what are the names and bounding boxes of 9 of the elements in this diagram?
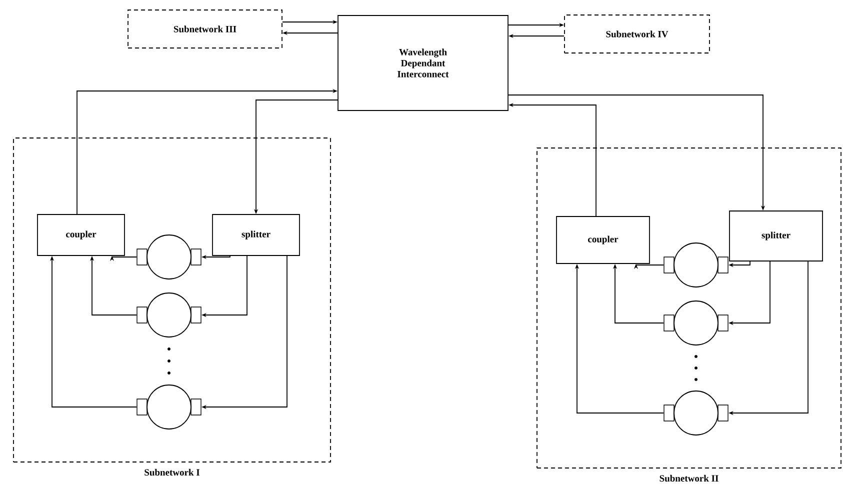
subnetwork-box: Subnetwork III	[128, 10, 282, 48]
component-box: coupler	[37, 214, 125, 256]
component-box: coupler	[556, 216, 650, 264]
component-box: splitter	[212, 214, 300, 256]
component-box: splitter	[729, 210, 823, 262]
subnetwork-box: Subnetwork IV	[564, 14, 710, 54]
node-label: Subnetwork II	[660, 474, 718, 482]
node-label: Subnetwork I	[144, 468, 200, 476]
interconnect-box: Wavelength Dependant Interconnect	[338, 15, 508, 111]
